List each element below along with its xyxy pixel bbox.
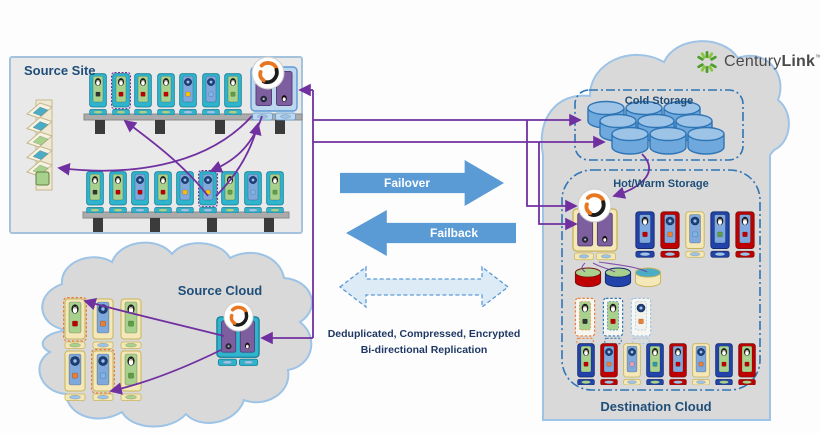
centurylink-logo: CenturyLink™ <box>694 49 820 75</box>
replication-caption-line2: Bi-directional Replication <box>360 344 488 356</box>
source-cloud-shape <box>38 241 313 428</box>
failback-label: Failback <box>429 226 479 240</box>
hot-warm-storage-label: Hot/Warm Storage <box>613 178 709 190</box>
cold-storage-label: Cold Storage <box>624 95 694 107</box>
centurylink-logo-icon <box>697 51 717 73</box>
replication-caption-line1: Deduplicated, Compressed, Encrypted <box>327 328 521 340</box>
centurylink-logo-text: CenturyLink™ <box>724 53 820 70</box>
replication-caption: Deduplicated, Compressed, Encrypted Bi-d… <box>318 326 530 358</box>
failover-label: Failover <box>383 176 431 190</box>
bidirectional-replication-arrow <box>338 265 510 309</box>
source-site-label: Source Site <box>24 63 96 78</box>
destination-cloud-label: Destination Cloud <box>600 399 712 414</box>
source-cloud-label: Source Cloud <box>177 283 263 298</box>
hot-warm-storage-box <box>561 169 761 391</box>
source-site-box <box>9 56 303 234</box>
tape-library <box>25 99 54 191</box>
